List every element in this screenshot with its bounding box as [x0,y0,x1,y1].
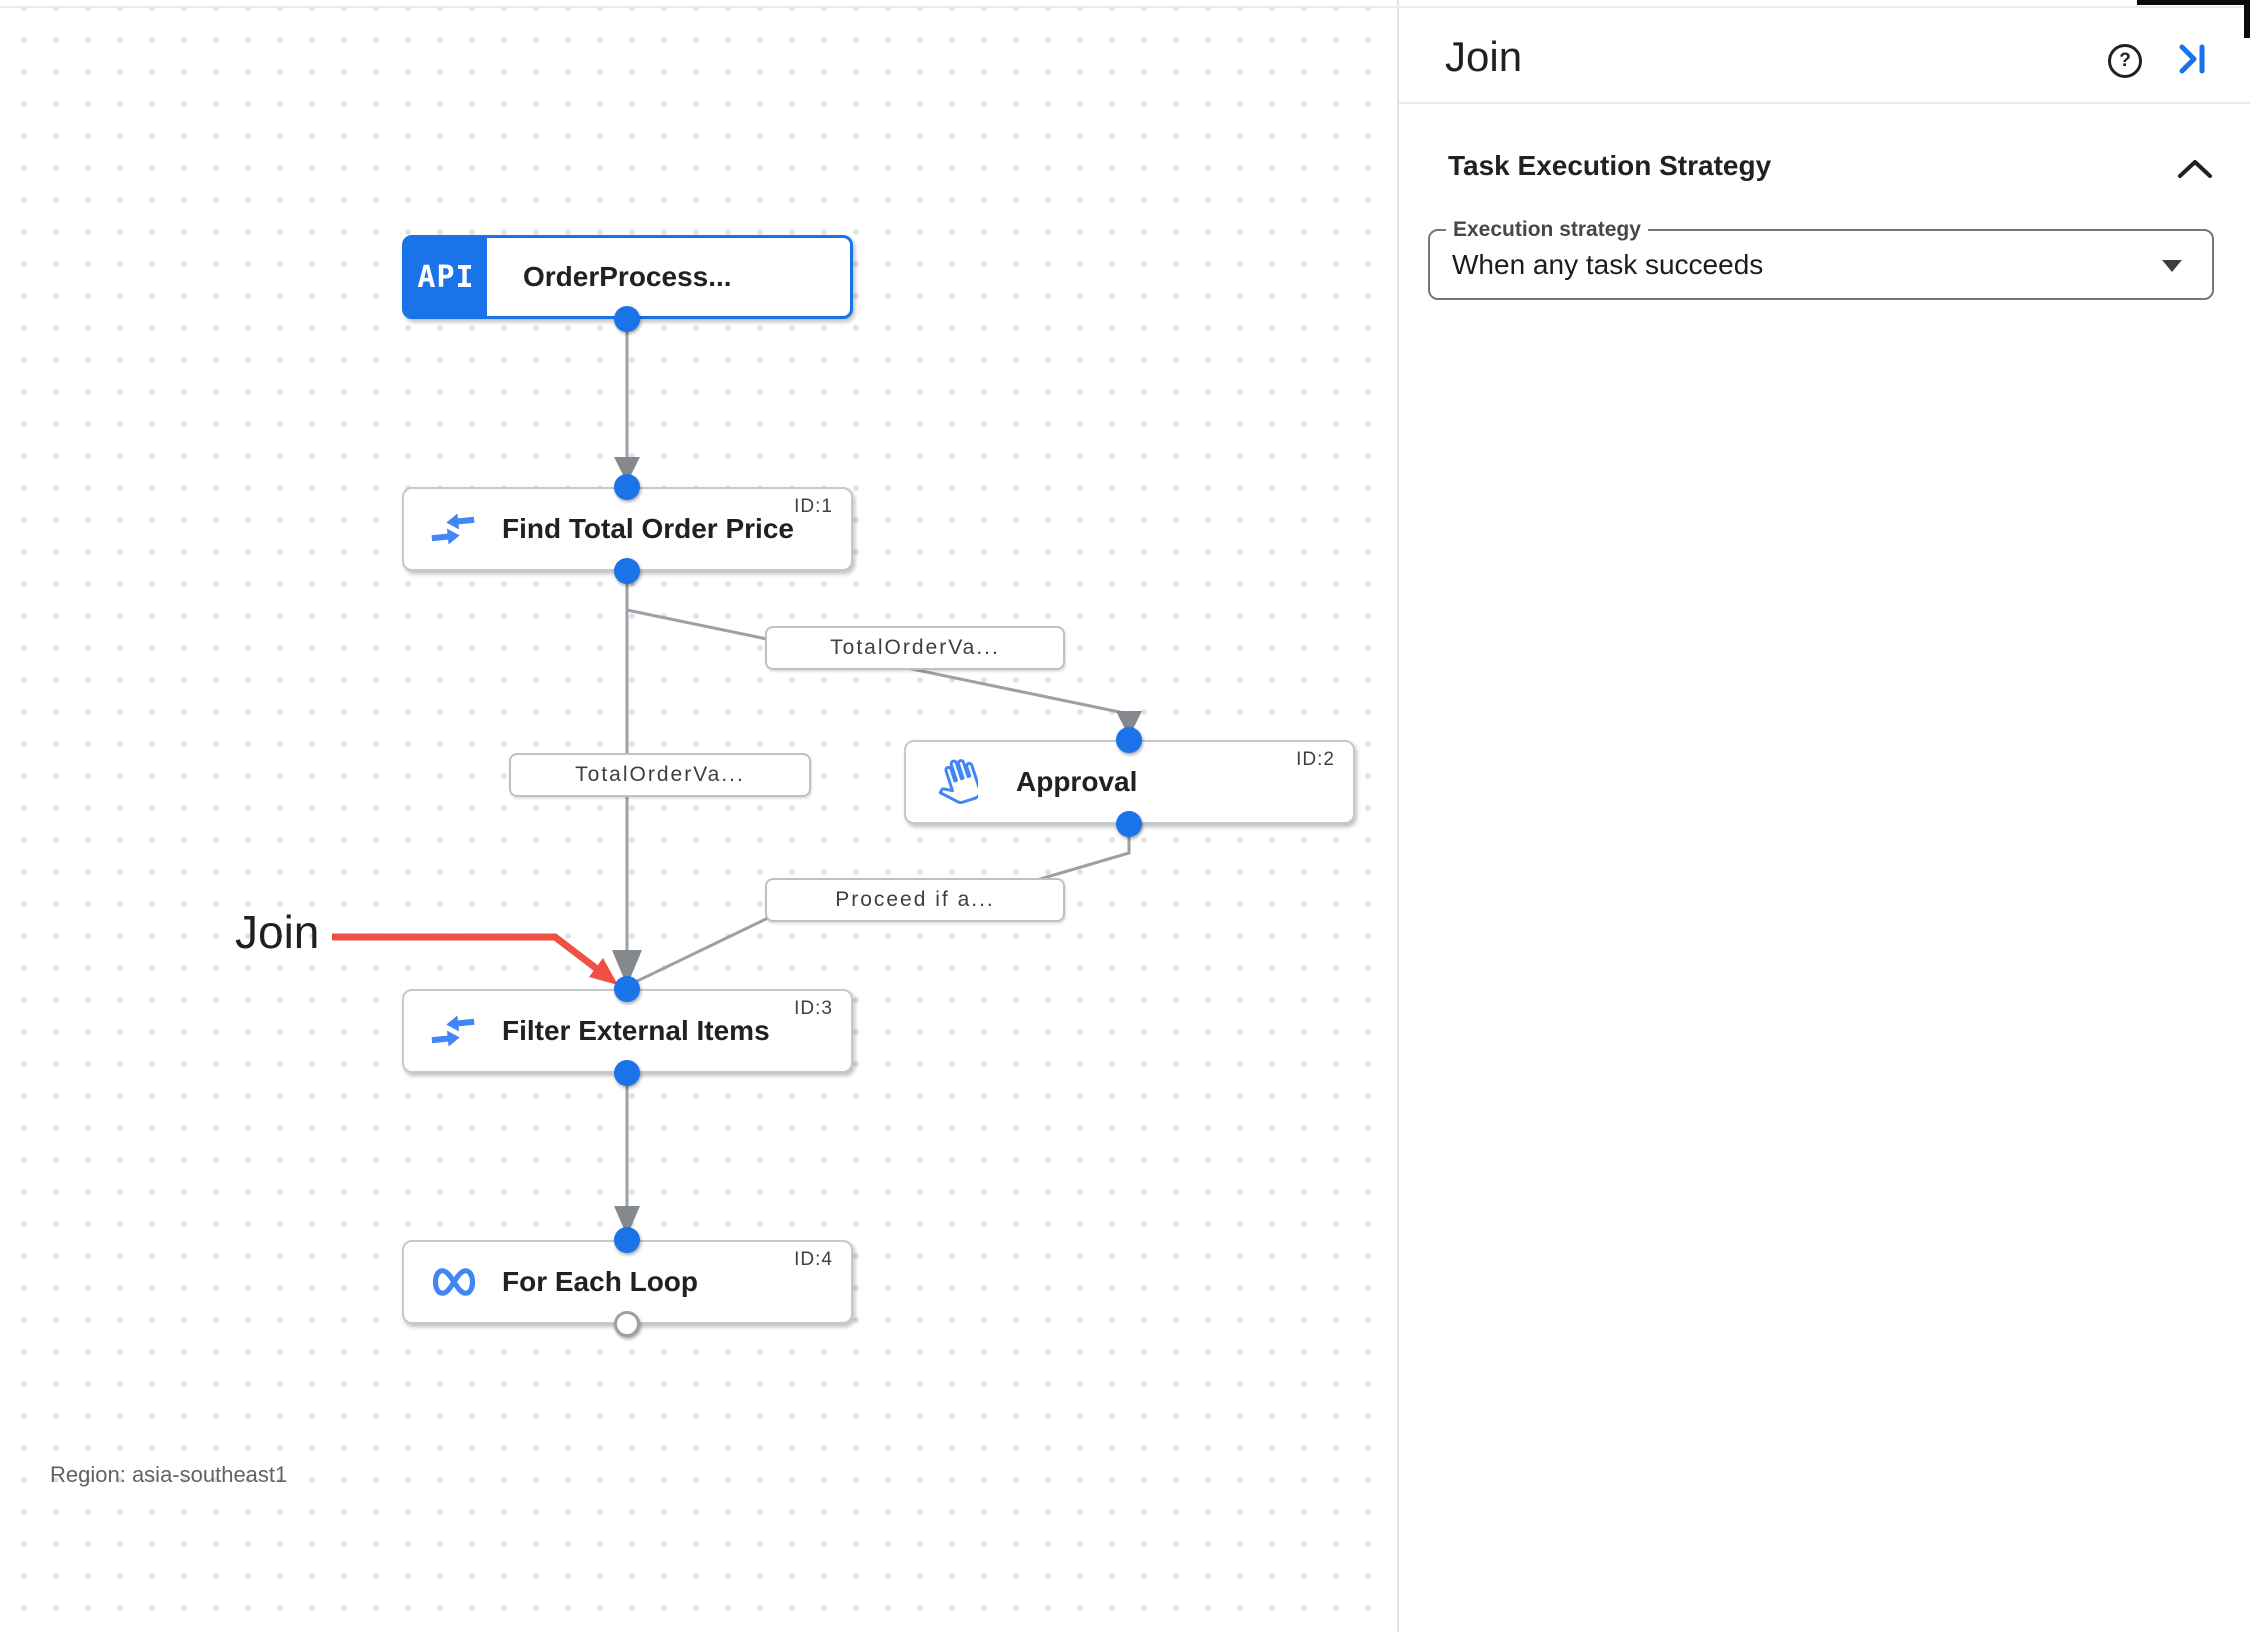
canvas-panel-divider [1397,0,1399,1632]
workflow-canvas[interactable]: API OrderProcess... ID:1 Find Total Orde… [0,0,1397,1632]
edge-label-totalorderva-down[interactable]: TotalOrderVa... [509,753,811,797]
task-id-badge: ID:3 [794,998,833,1019]
panel-title: Join [1445,33,1523,80]
region-label: Region: asia-southeast1 [50,1462,288,1487]
task-title: Approval [1016,766,1138,797]
input-port-id3-join[interactable] [614,976,640,1002]
task-title: OrderProcess... [523,261,732,292]
output-port-id4-open[interactable] [614,1311,640,1337]
task-title: Filter External Items [502,1015,770,1046]
loop-icon [430,1267,478,1297]
output-port-id2[interactable] [1116,811,1142,837]
arrowhead [1116,711,1142,737]
top-right-black-bar [2137,0,2250,5]
output-port-trigger[interactable] [614,306,640,332]
output-port-id3[interactable] [614,1060,640,1086]
execution-strategy-select[interactable]: Execution strategy When any task succeed… [1428,218,2214,300]
task-node-approval[interactable]: ID:2 Approval [904,740,1355,824]
dropdown-caret-icon [2162,260,2182,272]
data-mapping-icon [430,1013,476,1049]
help-icon[interactable]: ? [2108,44,2142,78]
edge-label-totalorderva-right[interactable]: TotalOrderVa... [765,626,1065,670]
collapse-panel-icon[interactable] [2178,43,2208,75]
task-title: For Each Loop [502,1266,698,1297]
input-port-id4[interactable] [614,1227,640,1253]
task-id-badge: ID:1 [794,496,833,517]
join-annotation-label: Join [235,906,320,958]
chevron-up-icon[interactable] [2176,158,2214,180]
edge-label-proceed-if[interactable]: Proceed if a... [765,878,1065,922]
execution-strategy-value: When any task succeeds [1452,248,1764,280]
input-port-id2[interactable] [1116,727,1142,753]
section-title-task-execution-strategy: Task Execution Strategy [1448,150,1772,181]
api-trigger-badge: API [405,238,487,316]
arrowhead [614,1206,640,1236]
edges-layer [612,319,1142,1236]
input-port-id1[interactable] [614,474,640,500]
task-id-badge: ID:4 [794,1249,833,1270]
approval-hand-icon [936,759,982,805]
task-node-for-each-loop[interactable]: ID:4 For Each Loop [402,1240,853,1324]
config-panel: Join ? Task Execution Strategy Execution… [1399,8,2250,1632]
arrowhead [614,457,640,483]
data-mapping-icon [430,511,476,547]
edge-id1-to-id2 [625,571,1130,716]
top-border-line [0,6,2250,8]
task-id-badge: ID:2 [1296,749,1335,770]
execution-strategy-label: Execution strategy [1446,218,1648,242]
top-right-black-edge [2244,0,2250,38]
task-node-filter-external-items[interactable]: ID:3 Filter External Items [402,989,853,1073]
panel-header-divider [1399,102,2250,104]
task-title: Find Total Order Price [502,513,794,544]
arrowhead-join [612,950,642,986]
output-port-id1[interactable] [614,558,640,584]
